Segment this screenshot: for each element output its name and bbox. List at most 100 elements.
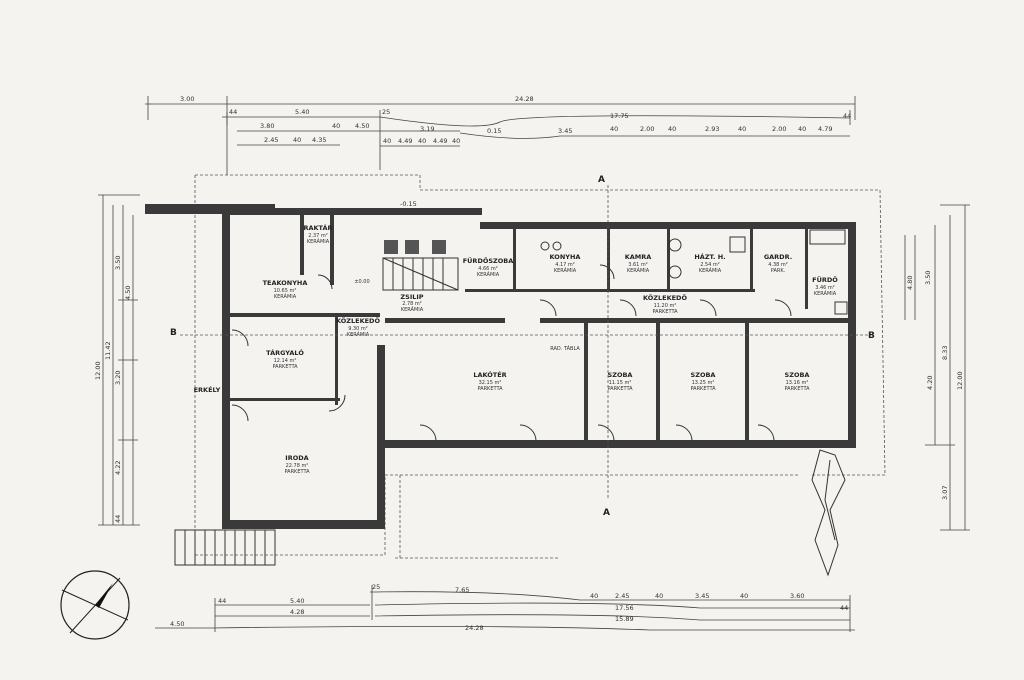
svg-text:HÁZT. H.: HÁZT. H. [694,252,725,261]
dim-bottom-3-45: 3.45 [695,592,709,600]
section-markers: A A B B -0.15 [170,175,875,518]
rock-outcrop [811,449,846,577]
dim-left-3-20: 3.20 [114,371,122,385]
dim-bottom-4-50: 4.50 [170,620,184,628]
north-arrow-icon [60,570,130,640]
dim-top-24-28: 24.28 [515,95,534,103]
dim-bottom-2-45: 2.45 [615,592,629,600]
dim-top-44: 44 [229,108,237,116]
svg-text:KERÁMIA: KERÁMIA [401,306,424,313]
dim-bottom-40c: 40 [740,592,748,600]
dim-bottom-5-40: 5.40 [290,597,304,605]
door-swings [231,229,848,442]
top-dimensions: 3.00 24.28 44 5.40 25 17.75 44 3.80 40 4… [145,95,856,175]
level-mark: ±0.00 [354,279,369,285]
dim-top-4-49: 4.49 [398,137,412,145]
svg-text:2.54 m²: 2.54 m² [700,262,720,268]
svg-text:KERÁMIA: KERÁMIA [814,290,837,297]
dim-left-3-50: 3.50 [114,256,122,270]
dim-right-12-00: 12.00 [956,371,964,390]
bottom-dimensions: 25 7.65 40 2.45 40 3.45 40 3.60 44 5.40 … [155,583,855,632]
svg-text:KÖZLEKEDŐ: KÖZLEKEDŐ [643,293,687,302]
svg-text:2.78 m²: 2.78 m² [402,301,422,307]
dim-left-4-50: 4.50 [124,286,132,300]
svg-text:KERÁMIA: KERÁMIA [477,271,500,278]
dim-top-4-50: 4.50 [355,122,369,130]
svg-text:PARKETTA: PARKETTA [690,386,716,392]
dim-top-2-00b: 2.00 [772,125,786,133]
dim-bottom-17-56: 17.56 [615,604,634,612]
svg-text:PARKETTA: PARKETTA [284,469,310,475]
svg-text:SZOBA: SZOBA [691,371,716,379]
svg-text:FÜRDŐSZOBA: FÜRDŐSZOBA [463,256,514,265]
dim-bottom-44b: 44 [840,604,848,612]
radiator-note: RAD. TÁBLA [550,345,580,352]
svg-text:13.16 m²: 13.16 m² [786,380,809,386]
dim-bottom-3-60: 3.60 [790,592,804,600]
svg-text:3.46 m²: 3.46 m² [815,285,835,291]
svg-text:LAKÓTÉR: LAKÓTÉR [473,370,506,379]
room-erkely: ERKÉLY [194,385,221,394]
side-dimensions: 12.00 11.42 3.50 4.50 3.20 4.22 44 12.00… [94,194,970,531]
svg-text:SZOBA: SZOBA [608,371,633,379]
dim-top-2-93: 2.93 [705,125,719,133]
svg-text:KERÁMIA: KERÁMIA [699,267,722,274]
dim-top-40b: 40 [610,125,618,133]
dim-bottom-40: 40 [590,592,598,600]
dim-left-12-00: 12.00 [94,361,102,380]
dim-top-25: 25 [382,108,390,116]
svg-text:KERÁMIA: KERÁMIA [347,331,370,338]
dim-left-4-22: 4.22 [114,461,122,475]
svg-text:PARKETTA: PARKETTA [607,386,633,392]
dim-top-40i: 40 [452,137,460,145]
svg-text:SZOBA: SZOBA [785,371,810,379]
dim-top-40e: 40 [798,125,806,133]
dim-top-4-79: 4.79 [818,125,832,133]
svg-text:PARKETTA: PARKETTA [272,364,298,370]
dim-top-17-75: 17.75 [610,112,629,120]
dim-right-3-50: 3.50 [924,271,932,285]
dim-top-3-45: 3.45 [558,127,572,135]
svg-text:TÁRGYALÓ: TÁRGYALÓ [266,348,304,357]
dim-bottom-24-28: 24.28 [465,624,484,632]
staircase [174,240,459,566]
dim-left-44: 44 [114,515,122,523]
dim-top-5-40: 5.40 [295,108,309,116]
section-b-right: B [868,331,875,341]
svg-text:3.61 m²: 3.61 m² [628,262,648,268]
svg-text:KONYHA: KONYHA [550,253,581,261]
dim-top-3-19: 3.19 [420,125,434,133]
svg-text:KÖZLEKEDŐ: KÖZLEKEDŐ [336,316,380,325]
svg-text:4.38 m²: 4.38 m² [768,262,788,268]
svg-text:KERÁMIA: KERÁMIA [627,267,650,274]
svg-text:13.25 m²: 13.25 m² [692,380,715,386]
dim-top-40d: 40 [738,125,746,133]
dim-bottom-44: 44 [218,597,226,605]
dim-right-3-07: 3.07 [941,486,949,500]
svg-text:PARKETTA: PARKETTA [652,309,678,315]
dim-right-4-20: 4.20 [926,376,934,390]
dim-bottom-4-28: 4.28 [290,608,304,616]
terrace-outline [194,174,886,559]
svg-text:RAKTÁR: RAKTÁR [303,223,332,232]
dim-top-40: 40 [332,122,340,130]
dim-top-3-80: 3.80 [260,122,274,130]
svg-text:11.15 m²: 11.15 m² [609,380,632,386]
dim-top-4-49b: 4.49 [433,137,447,145]
svg-text:PARKETTA: PARKETTA [477,386,503,392]
dim-bottom-15-89: 15.89 [615,615,634,623]
